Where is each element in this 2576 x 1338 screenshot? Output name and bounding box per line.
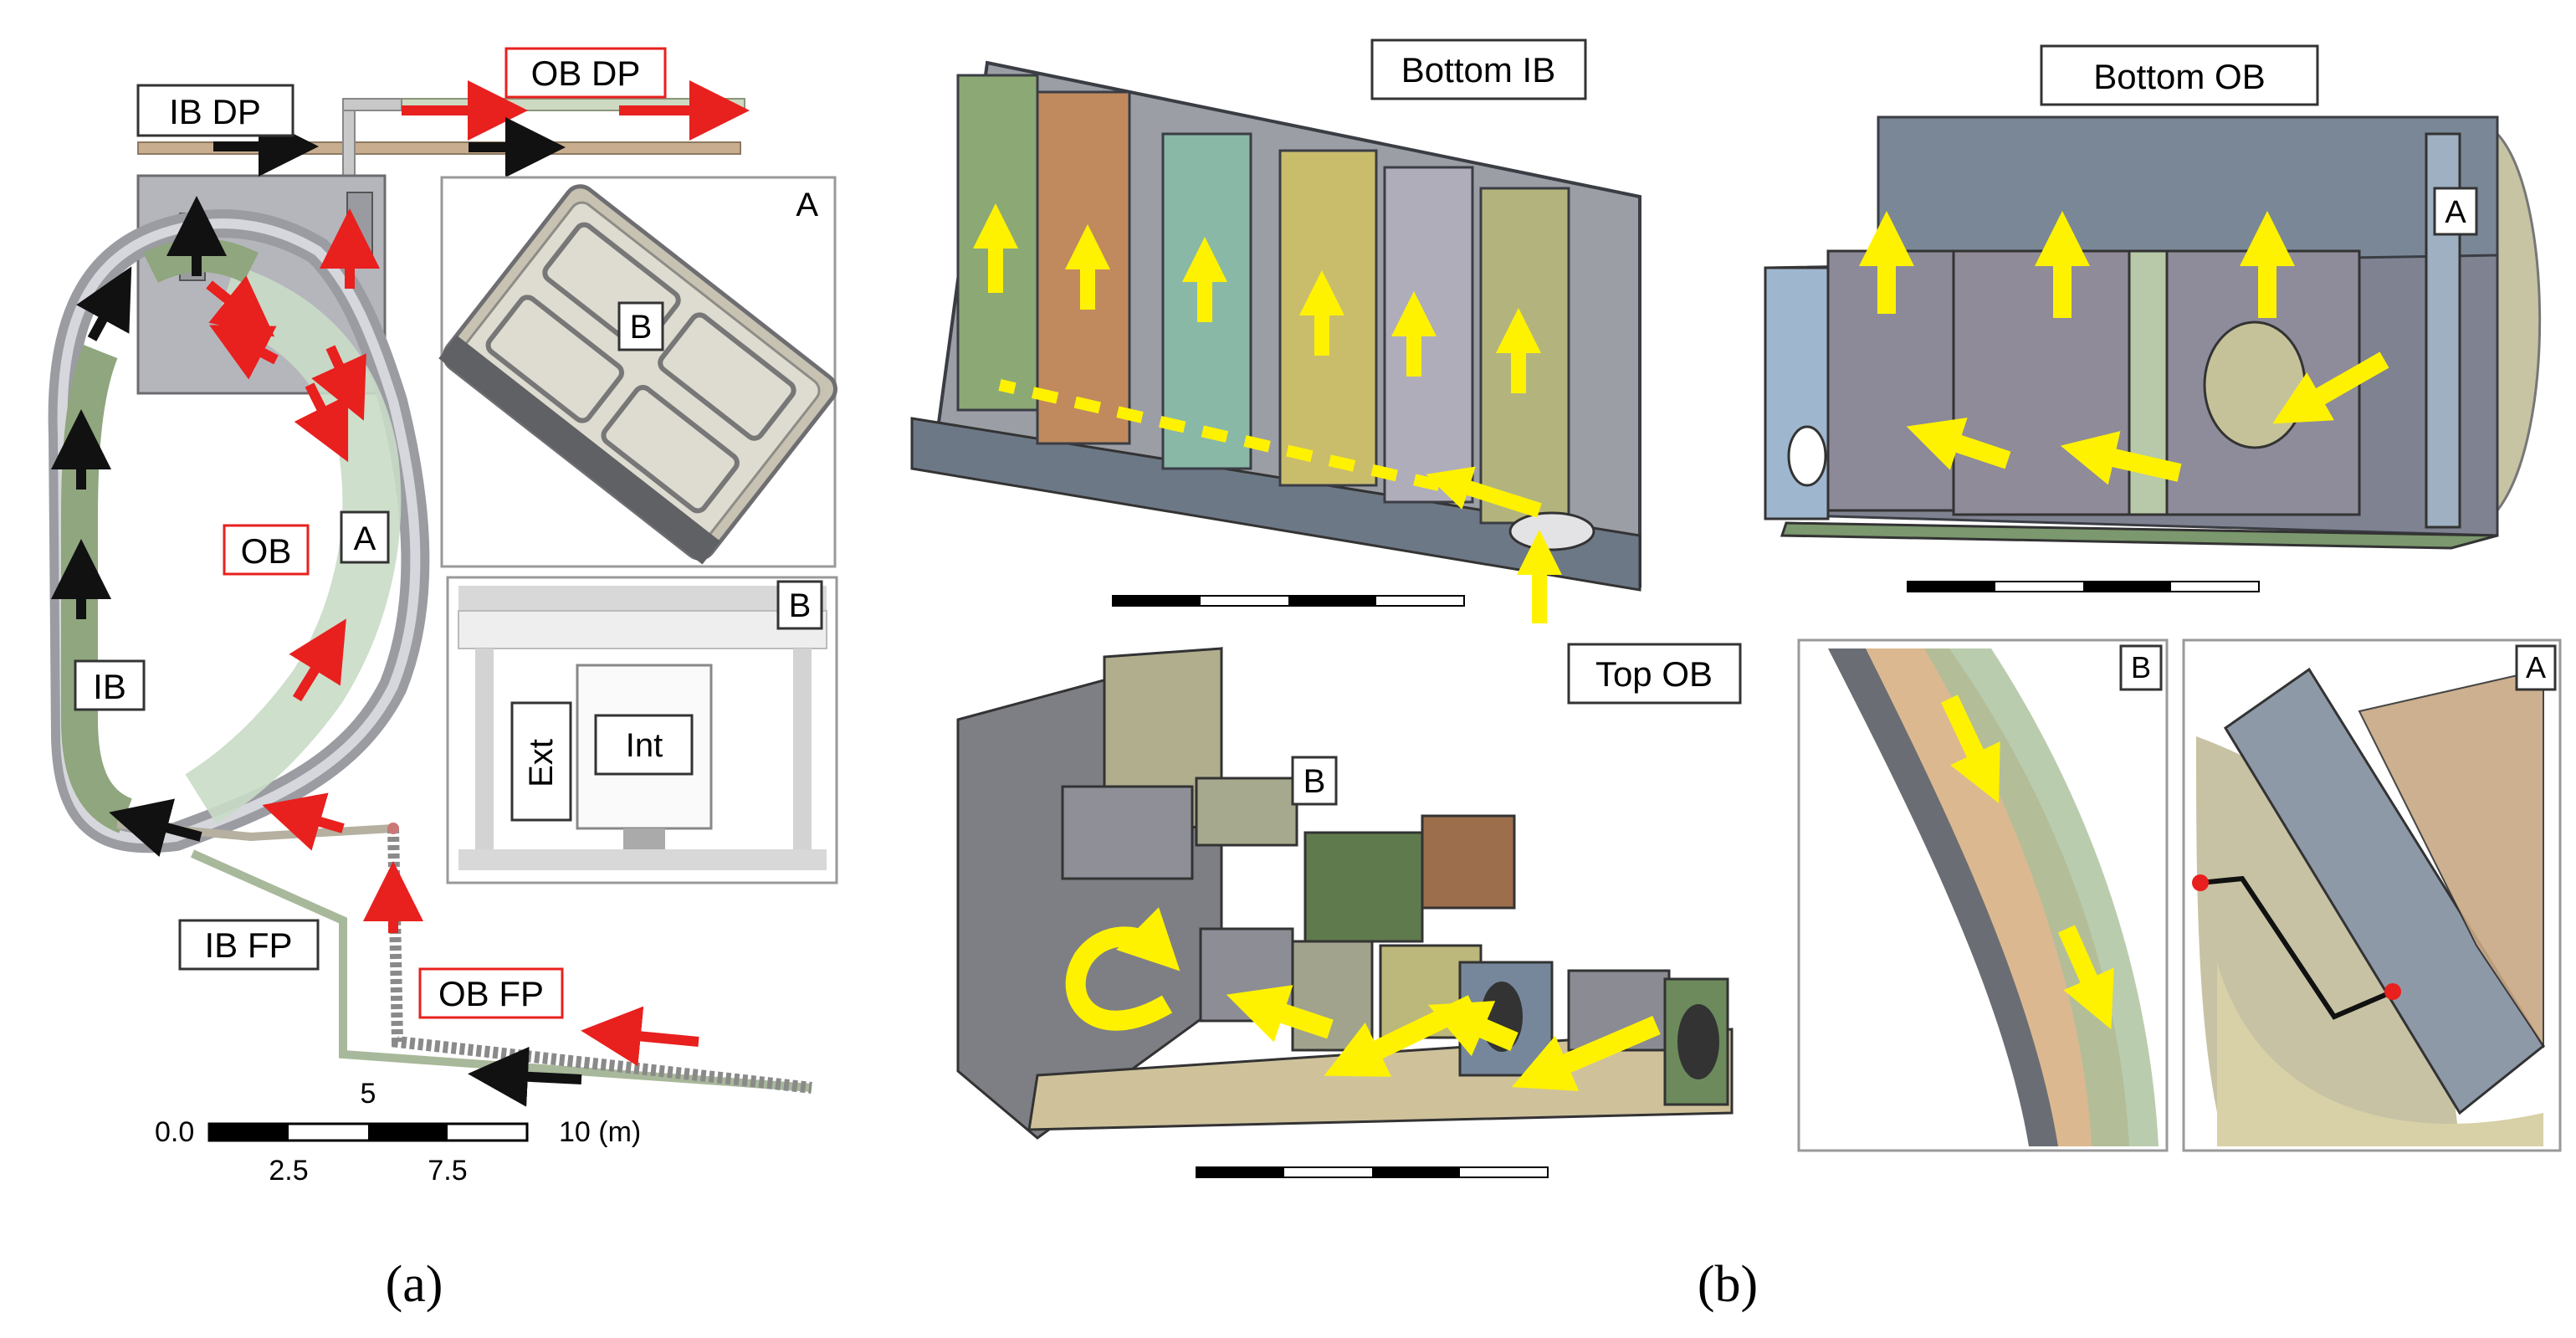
inset-b: Ext Int B [446,576,838,884]
svg-text:2.5: 2.5 [269,1155,308,1187]
ib-label: IB [74,659,146,711]
ob-fp-label: OB FP [418,967,564,1019]
svg-text:Ext: Ext [523,739,560,787]
svg-text:IB DP: IB DP [169,92,261,131]
ob-dp-label: OB DP [504,47,667,99]
svg-text:7.5: 7.5 [428,1155,467,1187]
svg-text:IB FP: IB FP [204,925,292,965]
a-marker-label: A [340,510,390,564]
ob-flow-arrows [206,80,750,1067]
svg-text:Bottom OB: Bottom OB [2093,57,2265,96]
svg-text:A: A [354,520,376,557]
bottom-ib-view: Bottom IB [910,38,1641,623]
svg-text:A: A [796,187,818,223]
svg-text:Top OB: Top OB [1595,654,1713,694]
ib-flow-arrows [51,116,582,1107]
svg-text:OB FP: OB FP [438,974,544,1013]
ob-label: OB [223,524,310,576]
ib-fp-label: IB FP [178,919,320,971]
detail-a-view: A [2182,638,2562,1152]
svg-text:A: A [2445,195,2466,230]
detail-b-view: B [1797,638,2169,1152]
caption-a: (a) [386,1256,443,1313]
svg-text:Int: Int [626,727,663,764]
svg-text:5: 5 [361,1078,376,1110]
svg-text:IB: IB [93,667,126,706]
svg-text:Bottom IB: Bottom IB [1401,50,1555,90]
svg-text:OB: OB [241,531,292,571]
ib-dp-label: IB DP [136,84,294,137]
panel-a: IB DP OB DP OB A IB IB FP OB FP [48,47,838,1313]
inset-a: A B [438,176,837,568]
bottom-ob-view: Bottom OB A [1764,44,2542,592]
svg-text:OB DP: OB DP [531,54,641,93]
svg-text:B: B [630,309,653,346]
scale-bar: 0.0 5 2.5 7.5 10 (m) [155,1078,641,1187]
svg-text:B: B [789,587,812,624]
svg-text:B: B [2131,650,2151,684]
svg-text:10 (m): 10 (m) [559,1116,641,1148]
svg-text:A: A [2526,650,2546,684]
top-ob-view: Top OB B [956,643,1742,1178]
svg-text:B: B [1303,763,1326,800]
panel-b: Bottom IB [910,38,2562,1313]
caption-b: (b) [1698,1256,1758,1313]
svg-text:0.0: 0.0 [155,1116,194,1148]
